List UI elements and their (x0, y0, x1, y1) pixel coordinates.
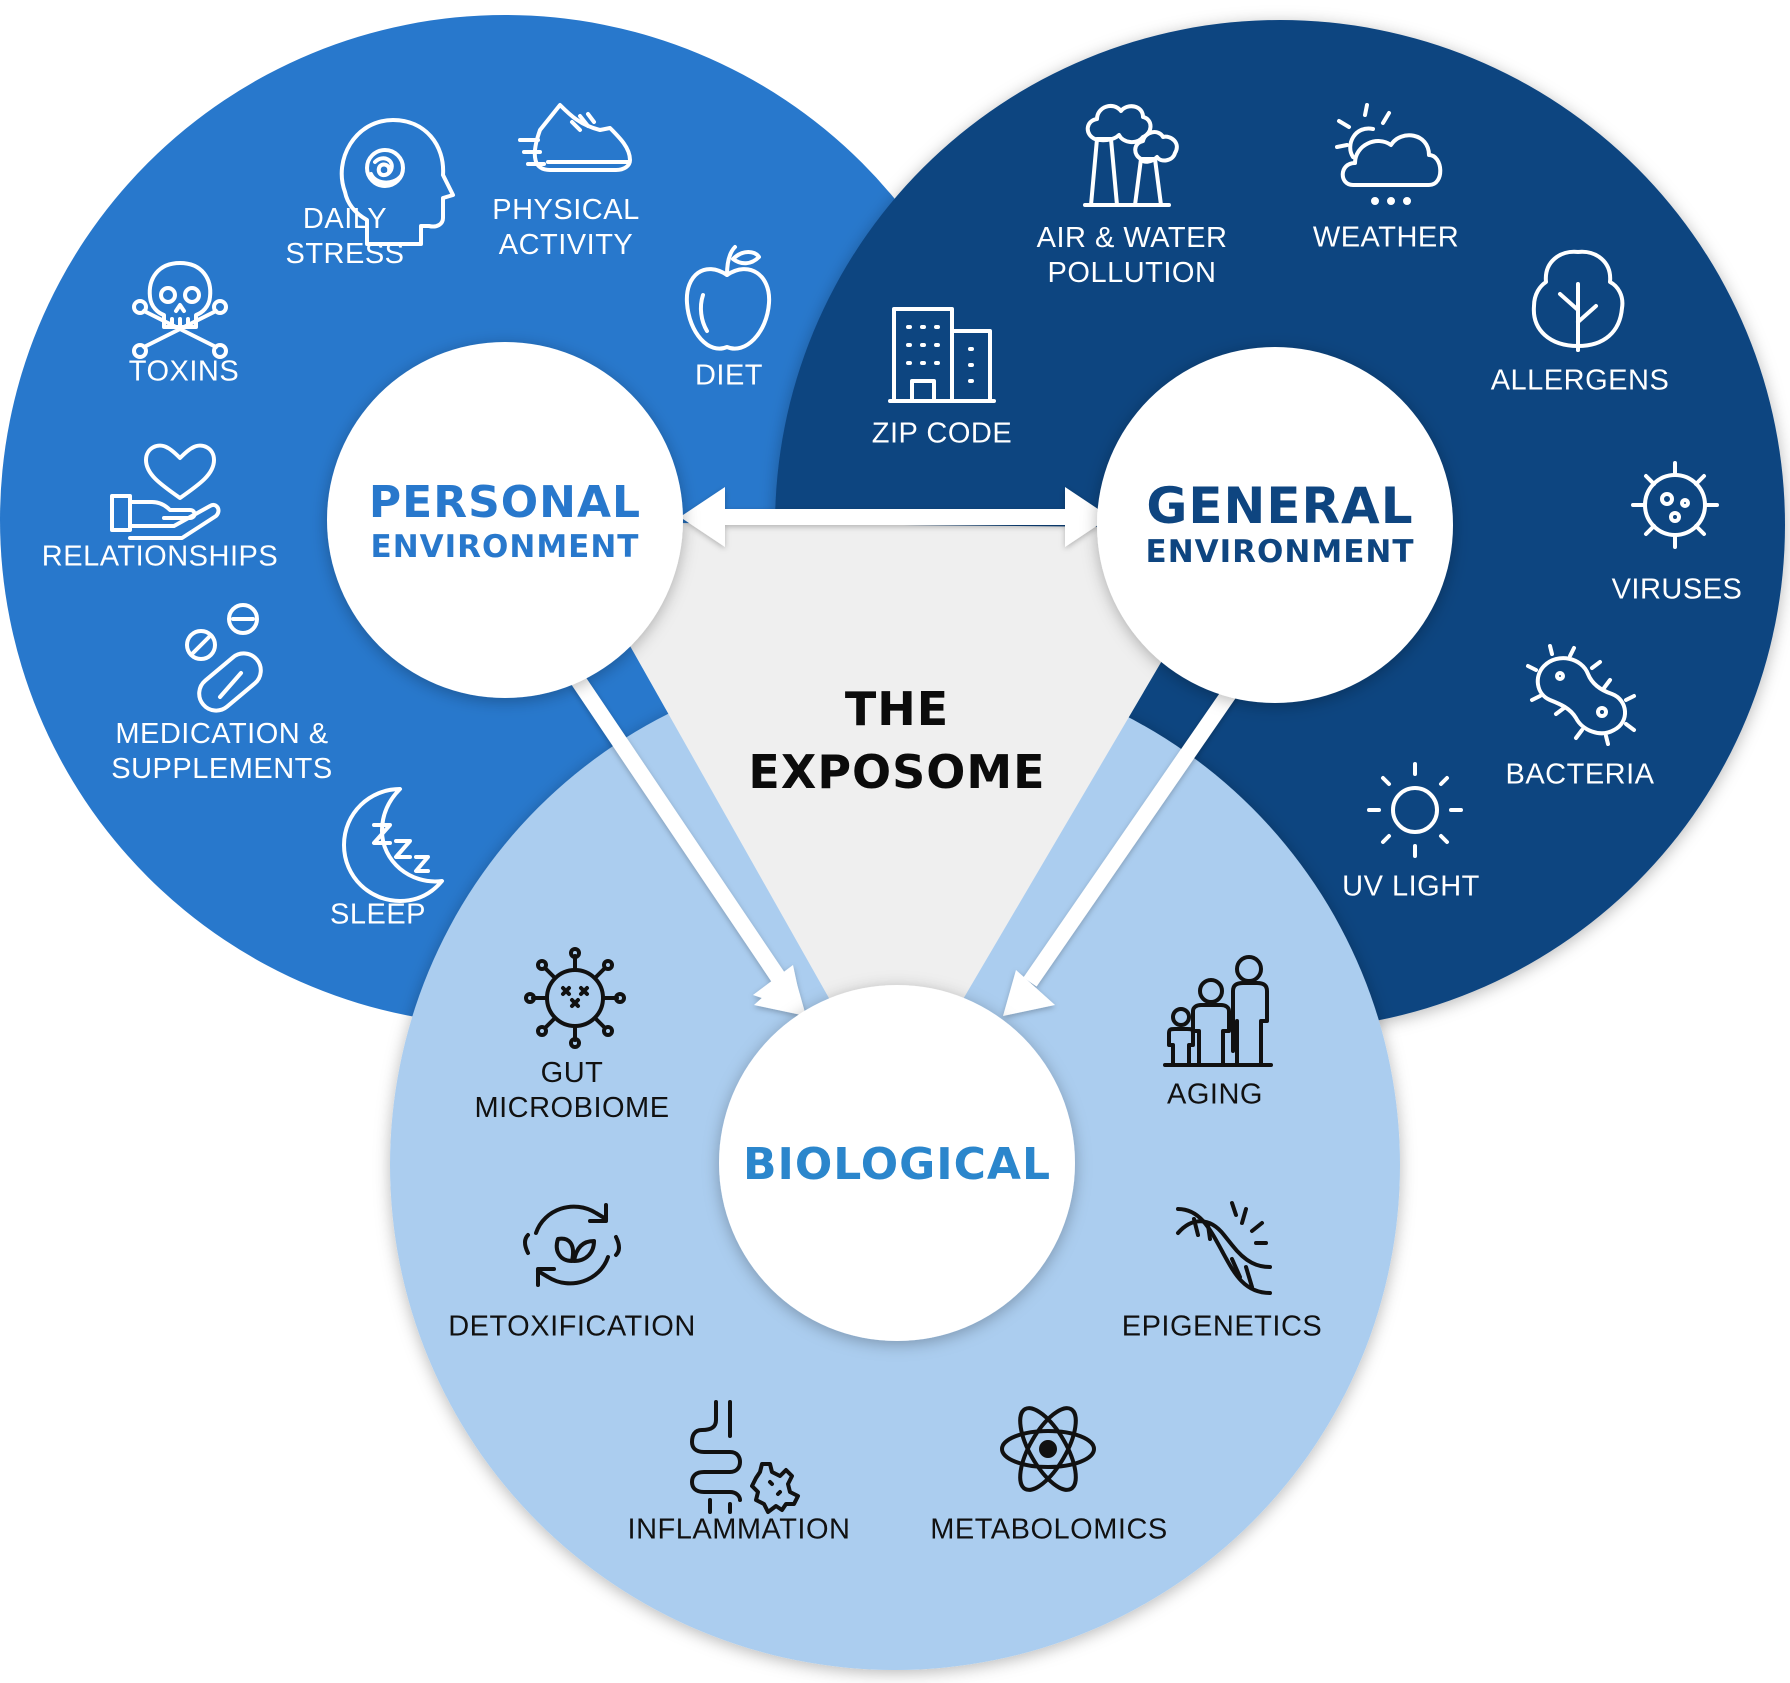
personal-hub-circle (327, 342, 683, 698)
factor-label-sleep: SLEEP (330, 898, 426, 931)
hub-biological: BIOLOGICAL (743, 1140, 1051, 1190)
factor-label-bacteria: BACTERIA (1505, 758, 1655, 791)
intestine-icon (690, 1400, 800, 1514)
pills-icon (185, 603, 263, 713)
virus-icon (1631, 461, 1719, 549)
factor-label-uv-light: UV LIGHT (1342, 870, 1480, 903)
factor-label-relationships: RELATIONSHIPS (41, 540, 279, 573)
factor-label-inflammation: INFLAMMATION (627, 1513, 851, 1546)
factor-label-daily-stress: DAILY STRESS (285, 203, 405, 270)
exposome-title: THE EXPOSOME (748, 682, 1046, 799)
factor-label-weather: WEATHER (1312, 221, 1460, 254)
personal-general-arrow (680, 487, 1110, 547)
factor-label-physical-activity: PHYSICAL ACTIVITY (492, 194, 640, 261)
factor-label-viruses: VIRUSES (1611, 573, 1743, 606)
factor-label-aging: AGING (1167, 1078, 1263, 1111)
general-biological-arrow (1003, 680, 1242, 1016)
recycle-leaf-icon (523, 1203, 621, 1287)
hub-general-title: GENERAL (1146, 477, 1414, 535)
factor-label-air-water-pollution: AIR & WATER POLLUTION (1036, 222, 1228, 289)
apple-icon (684, 245, 772, 351)
family-icon (1163, 955, 1273, 1067)
skull-crossbones-icon (132, 261, 228, 359)
dna-icon (1176, 1201, 1272, 1295)
sun-icon (1367, 762, 1463, 858)
hub-personal-subtitle: ENVIRONMENT (370, 529, 640, 565)
biological-hub-circle (719, 985, 1075, 1341)
factor-label-gut-microbiome: GUT MICROBIOME (474, 1057, 670, 1124)
factor-label-metabolomics: METABOLOMICS (930, 1513, 1168, 1546)
factor-label-diet: DIET (694, 359, 764, 392)
factor-label-detoxification: DETOXIFICATION (448, 1310, 696, 1343)
head-stress-icon (339, 118, 455, 246)
sun-cloud-icon (1335, 103, 1443, 205)
personal-biological-arrow (571, 675, 806, 1016)
buildings-icon (888, 307, 996, 403)
factor-label-zip-code: ZIP CODE (871, 417, 1013, 450)
arrows (571, 487, 1242, 1016)
hub-biological-title: BIOLOGICAL (742, 1139, 1052, 1190)
atom-icon (1000, 1406, 1096, 1492)
hub-personal-title: PERSONAL (368, 477, 642, 528)
tree-icon (1531, 249, 1625, 352)
hub-personal: PERSONAL ENVIRONMENT (369, 478, 641, 566)
factor-label-toxins: TOXINS (128, 355, 240, 388)
factory-smoke-icon (1083, 103, 1179, 207)
hub-general: GENERAL ENVIRONMENT (1146, 479, 1415, 571)
factor-label-epigenetics: EPIGENETICS (1121, 1310, 1323, 1343)
factor-label-medication-supplements: MEDICATION & SUPPLEMENTS (111, 718, 333, 785)
factor-label-allergens: ALLERGENS (1490, 364, 1670, 397)
microbe-icon (524, 947, 626, 1049)
heart-hand-icon (110, 443, 221, 540)
general-hub-circle (1097, 347, 1453, 703)
running-shoe-icon (518, 103, 632, 172)
hub-general-subtitle: ENVIRONMENT (1145, 534, 1415, 570)
exposome-center-triangle (560, 522, 1240, 1115)
bacteria-icon (1526, 644, 1636, 746)
moon-zzz-icon (342, 787, 444, 903)
